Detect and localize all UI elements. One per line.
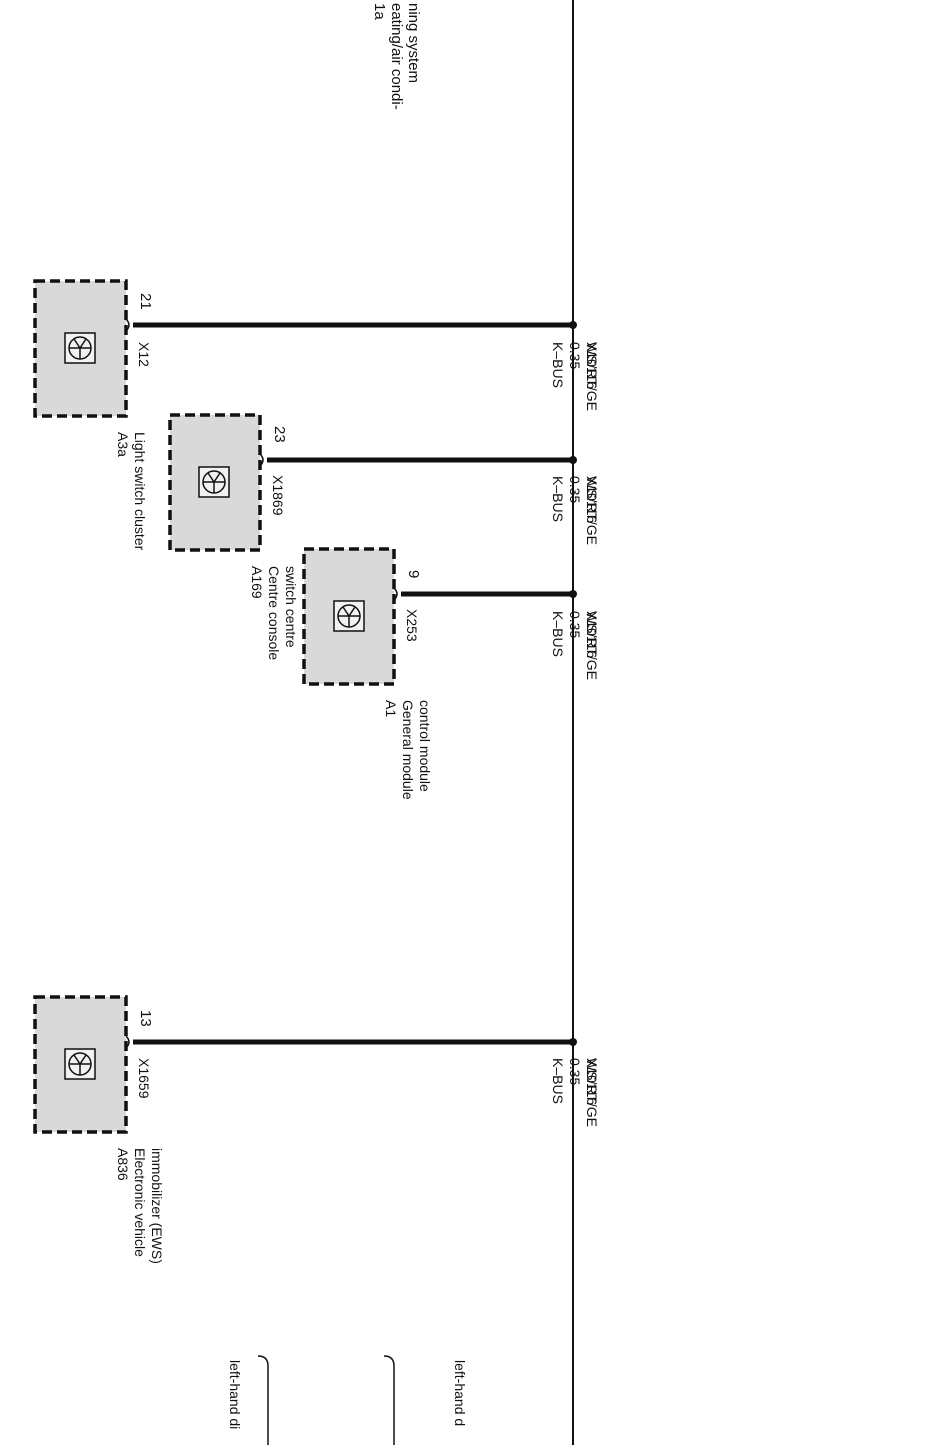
module-name-a169-line-2: switch centre xyxy=(283,566,299,648)
wire-gauge-a1: 0.35 xyxy=(567,611,583,638)
wire-gauge-a3a: 0.35 xyxy=(567,342,583,369)
splice-label-a3a: X10116 xyxy=(584,342,600,389)
wire-spec-a3a: K–BUS 0.35 WS/RT/GE xyxy=(550,342,600,411)
module-label-a3a: A3a Light switch cluster xyxy=(115,432,148,551)
module-code-a3a: A3a xyxy=(115,432,131,457)
pin-number-a836: 13 xyxy=(137,1010,154,1027)
connector-label-a3a: X12 xyxy=(136,342,152,367)
wire-gauge-a836: 0.35 xyxy=(567,1058,583,1085)
module-name-a1-line-1: General module xyxy=(400,700,416,800)
component-a169: 23 X1869 A169 Centre console switch cent… xyxy=(168,413,600,660)
pin-number-a169: 23 xyxy=(271,426,288,443)
module-code-a836: A836 xyxy=(115,1148,131,1181)
top-module-label: 1a eating/air condi- ning system xyxy=(371,3,422,110)
wire-spec-a1: K–BUS 0.35 WS/RT/GE xyxy=(550,611,600,680)
module-label-a1: A1 General module control module xyxy=(383,700,433,800)
variant-bracket-inner: left-hand di xyxy=(227,1355,269,1445)
pin-number-a1: 9 xyxy=(405,570,422,578)
module-label-a169: A169 Centre console switch centre xyxy=(249,566,299,660)
splice-node-a836 xyxy=(569,1038,577,1046)
module-code-a1: A1 xyxy=(383,700,399,717)
wire-type-a3a: K–BUS xyxy=(550,342,566,388)
top-module-code: 1a xyxy=(371,3,388,20)
pin-number-a3a: 21 xyxy=(137,293,154,310)
wire-type-a1: K–BUS xyxy=(550,611,566,657)
module-name-a3a-line-1: Light switch cluster xyxy=(132,432,148,551)
connector-label-a169: X1869 xyxy=(270,475,286,516)
variant-label-outer: left-hand d xyxy=(452,1360,468,1426)
splice-node-a3a xyxy=(569,321,577,329)
splice-label-a1: X10116 xyxy=(584,611,600,658)
component-a836: 13 X1659 A836 Electronic vehicle immobil… xyxy=(33,995,600,1264)
wire-spec-a169: K–BUS 0.35 WS/RT/GE xyxy=(550,476,600,545)
bus-module-icon-a836 xyxy=(64,1048,96,1080)
top-module-name-line-1: eating/air condi- xyxy=(388,3,405,110)
splice-node-a1 xyxy=(569,590,577,598)
variant-label-inner: left-hand di xyxy=(227,1360,243,1429)
module-name-a836-line-1: Electronic vehicle xyxy=(132,1148,148,1257)
top-module-name-line-2: ning system xyxy=(405,3,422,83)
connector-label-a1: X253 xyxy=(404,609,420,642)
wire-type-a169: K–BUS xyxy=(550,476,566,522)
wire-color-a169: WS/RT/GE xyxy=(584,476,600,545)
module-code-a169: A169 xyxy=(249,566,265,599)
splice-label-a169: X10116 xyxy=(584,476,600,523)
bus-module-icon-a3a xyxy=(64,332,96,364)
connector-label-a836: X1659 xyxy=(136,1058,152,1099)
wire-color-a836: WS/RT/GE xyxy=(584,1058,600,1127)
variant-bracket-outer: left-hand d xyxy=(383,1355,468,1445)
wire-color-a1: WS/RT/GE xyxy=(584,611,600,680)
splice-node-a169 xyxy=(569,456,577,464)
module-name-a169-line-1: Centre console xyxy=(266,566,282,660)
bus-module-icon-a169 xyxy=(198,466,230,498)
module-label-a836: A836 Electronic vehicle immobilizer (EWS… xyxy=(115,1148,165,1264)
wire-gauge-a169: 0.35 xyxy=(567,476,583,503)
wire-type-a836: K–BUS xyxy=(550,1058,566,1104)
component-a3a: 21 X12 A3a Light switch cluster X10116 K… xyxy=(33,279,600,551)
splice-label-a836: X10116 xyxy=(584,1058,600,1105)
component-a1: 9 X253 A1 General module control module … xyxy=(302,547,600,800)
bus-module-icon-a1 xyxy=(333,600,365,632)
wire-color-a3a: WS/RT/GE xyxy=(584,342,600,411)
module-name-a1-line-2: control module xyxy=(417,700,433,792)
module-name-a836-line-2: immobilizer (EWS) xyxy=(149,1148,165,1264)
wire-spec-a836: K–BUS 0.35 WS/RT/GE xyxy=(550,1058,600,1127)
